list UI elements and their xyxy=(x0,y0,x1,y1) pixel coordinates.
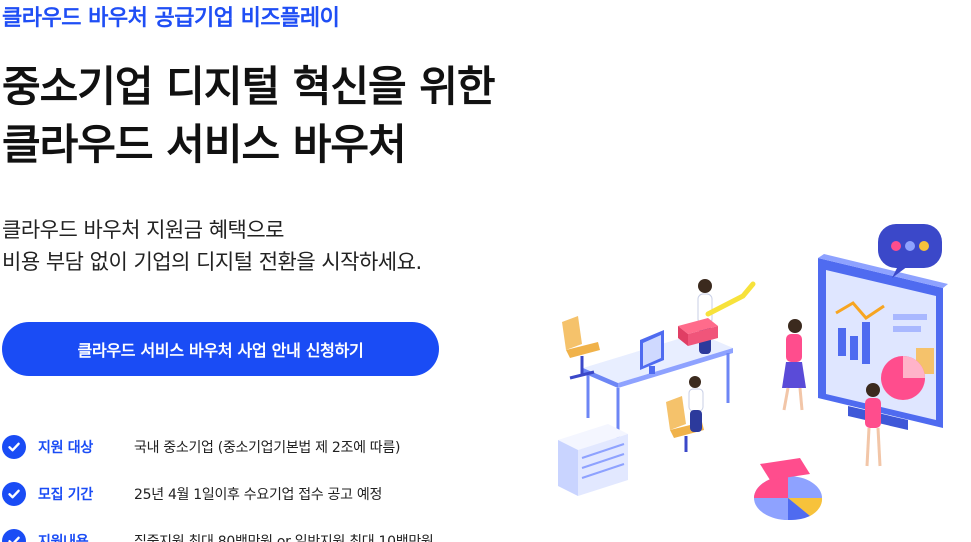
page-title: 중소기업 디지털 혁신을 위한 클라우드 서비스 바우처 xyxy=(2,58,496,174)
person-illustration xyxy=(688,376,704,432)
eyebrow-text: 클라우드 바우처 공급기업 비즈플레이 xyxy=(2,6,340,31)
info-row-content: 지원내용 집중지원 최대 80백만원 or 일반지원 최대 10백만원 xyxy=(2,517,434,542)
person-illustration xyxy=(697,279,756,354)
description: 클라우드 바우처 지원금 혜택으로 비용 부담 없이 기업의 디지털 전환을 시… xyxy=(2,214,422,278)
page-title-line2: 클라우드 서비스 바우처 xyxy=(2,120,407,169)
office-illustration xyxy=(558,224,948,521)
page-title-line1: 중소기업 디지털 혁신을 위한 xyxy=(2,62,496,111)
person-illustration xyxy=(865,383,882,467)
pie-chart-illustration xyxy=(881,356,925,400)
check-circle-icon xyxy=(2,481,26,506)
info-list: 지원 대상 국내 중소기업 (중소기업기본법 제 2조에 따름) 모집 기간 2… xyxy=(2,423,434,542)
person-illustration xyxy=(782,319,806,411)
check-circle-icon xyxy=(2,528,26,542)
description-line1: 클라우드 바우처 지원금 혜택으로 xyxy=(2,218,285,242)
info-value: 25년 4월 1일이후 수요기업 접수 공고 예정 xyxy=(134,486,383,503)
dashboard-screen-illustration xyxy=(818,254,948,430)
briefcase-illustration xyxy=(678,318,718,346)
pie-chart-3d-illustration xyxy=(754,458,823,521)
description-line2: 비용 부담 없이 기업의 디지털 전환을 시작하세요. xyxy=(2,250,422,274)
speech-bubble-icon xyxy=(878,224,942,278)
info-label: 지원 대상 xyxy=(38,439,93,456)
info-row-target: 지원 대상 국내 중소기업 (중소기업기본법 제 2조에 따름) xyxy=(2,423,434,470)
check-circle-icon xyxy=(2,434,26,459)
info-value: 국내 중소기업 (중소기업기본법 제 2조에 따름) xyxy=(134,439,401,456)
info-label: 지원내용 xyxy=(38,533,89,542)
chair-illustration xyxy=(562,316,600,380)
info-row-period: 모집 기간 25년 4월 1일이후 수요기업 접수 공고 예정 xyxy=(2,470,434,517)
documents-illustration xyxy=(558,424,628,496)
apply-voucher-button[interactable]: 클라우드 서비스 바우처 사업 안내 신청하기 xyxy=(2,322,439,376)
monitor-illustration xyxy=(640,330,664,374)
info-label: 모집 기간 xyxy=(38,486,93,503)
info-value: 집중지원 최대 80백만원 or 일반지원 최대 10백만원 xyxy=(134,533,434,542)
